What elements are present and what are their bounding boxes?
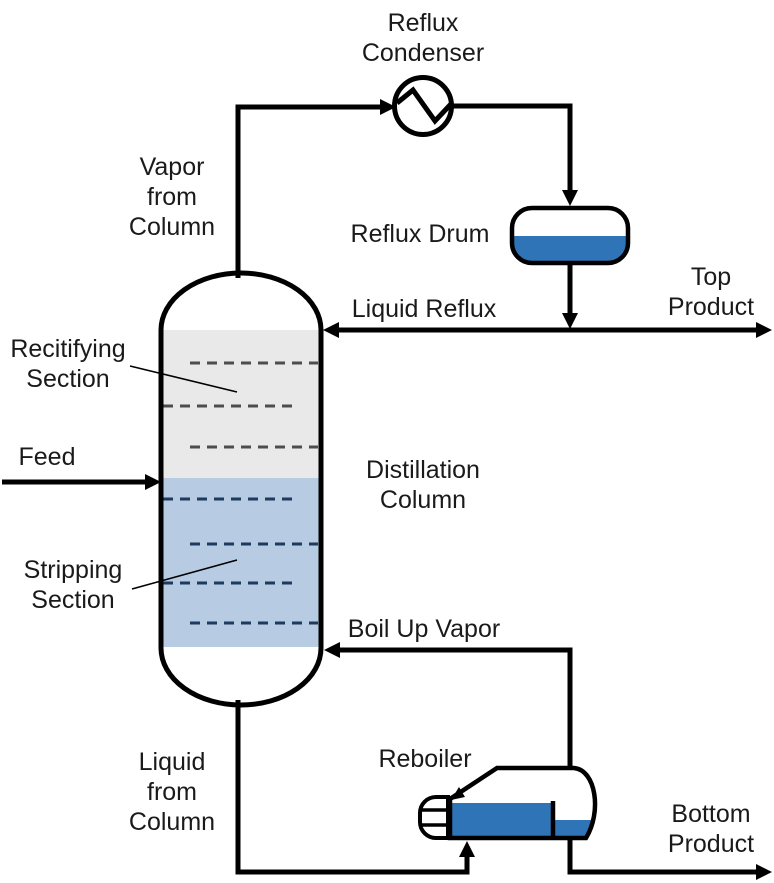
label-rectifying-section: Recitifying Section <box>10 335 126 393</box>
label-bottom-product: Bottom Product <box>667 800 755 858</box>
condensate-line <box>451 103 573 192</box>
drum-liquid <box>512 236 628 263</box>
reboiler-slope-arrowhead <box>451 787 465 800</box>
reflux-drum-vessel <box>509 205 631 266</box>
rectifying-section-fill <box>163 330 319 478</box>
label-reflux-drum: Reflux Drum <box>350 220 490 248</box>
reboiler-channel-head <box>418 795 450 840</box>
arrow-bottom-product <box>756 864 772 880</box>
rectifying-trays <box>163 361 318 449</box>
arrow-feed <box>145 474 161 490</box>
arrow-drum-outlet <box>562 313 578 329</box>
label-top-product: Top Product <box>667 263 755 321</box>
label-liquid-from-column: Liquid from Column <box>128 748 216 836</box>
distillation-column-vessel <box>129 270 324 708</box>
column-outline <box>158 270 324 708</box>
reboiler-liquid-right <box>553 820 593 838</box>
label-stripping-section: Stripping Section <box>23 556 123 614</box>
reboiler-vessel <box>418 765 598 841</box>
reboiler-outline <box>447 765 598 841</box>
boil-up-vapor-line <box>338 647 573 766</box>
label-distillation-column: Distillation Column <box>366 456 480 514</box>
arrow-liquid-reflux <box>323 322 339 338</box>
arrow-into-reboiler <box>459 841 475 857</box>
label-reboiler: Reboiler <box>378 745 472 773</box>
label-liquid-reflux: Liquid Reflux <box>351 295 497 323</box>
rectifying-leader-line <box>129 365 238 393</box>
reflux-condenser-icon <box>392 75 454 137</box>
label-reflux-condenser: Reflux Condenser <box>361 9 485 67</box>
arrow-top-product <box>756 322 772 338</box>
arrow-boil-up-vapor <box>324 642 340 658</box>
label-vapor-from-column: Vapor from Column <box>128 153 216 241</box>
reboiler-liquid-left <box>451 803 553 838</box>
condenser-zigzag <box>395 86 453 125</box>
stripping-trays <box>163 497 318 625</box>
flow-lines <box>2 103 758 875</box>
arrow-into-condenser <box>380 99 396 115</box>
arrowheads <box>145 99 772 880</box>
stripping-section-fill <box>163 478 319 647</box>
vapor-line <box>235 104 381 278</box>
arrow-into-drum <box>562 190 578 206</box>
drum-outline <box>509 205 631 266</box>
bottom-product-line <box>567 836 758 875</box>
bottoms-line <box>235 700 470 875</box>
stripping-leader-line <box>131 559 238 590</box>
label-boil-up-vapor: Boil Up Vapor <box>347 615 501 643</box>
label-feed: Feed <box>18 443 76 471</box>
